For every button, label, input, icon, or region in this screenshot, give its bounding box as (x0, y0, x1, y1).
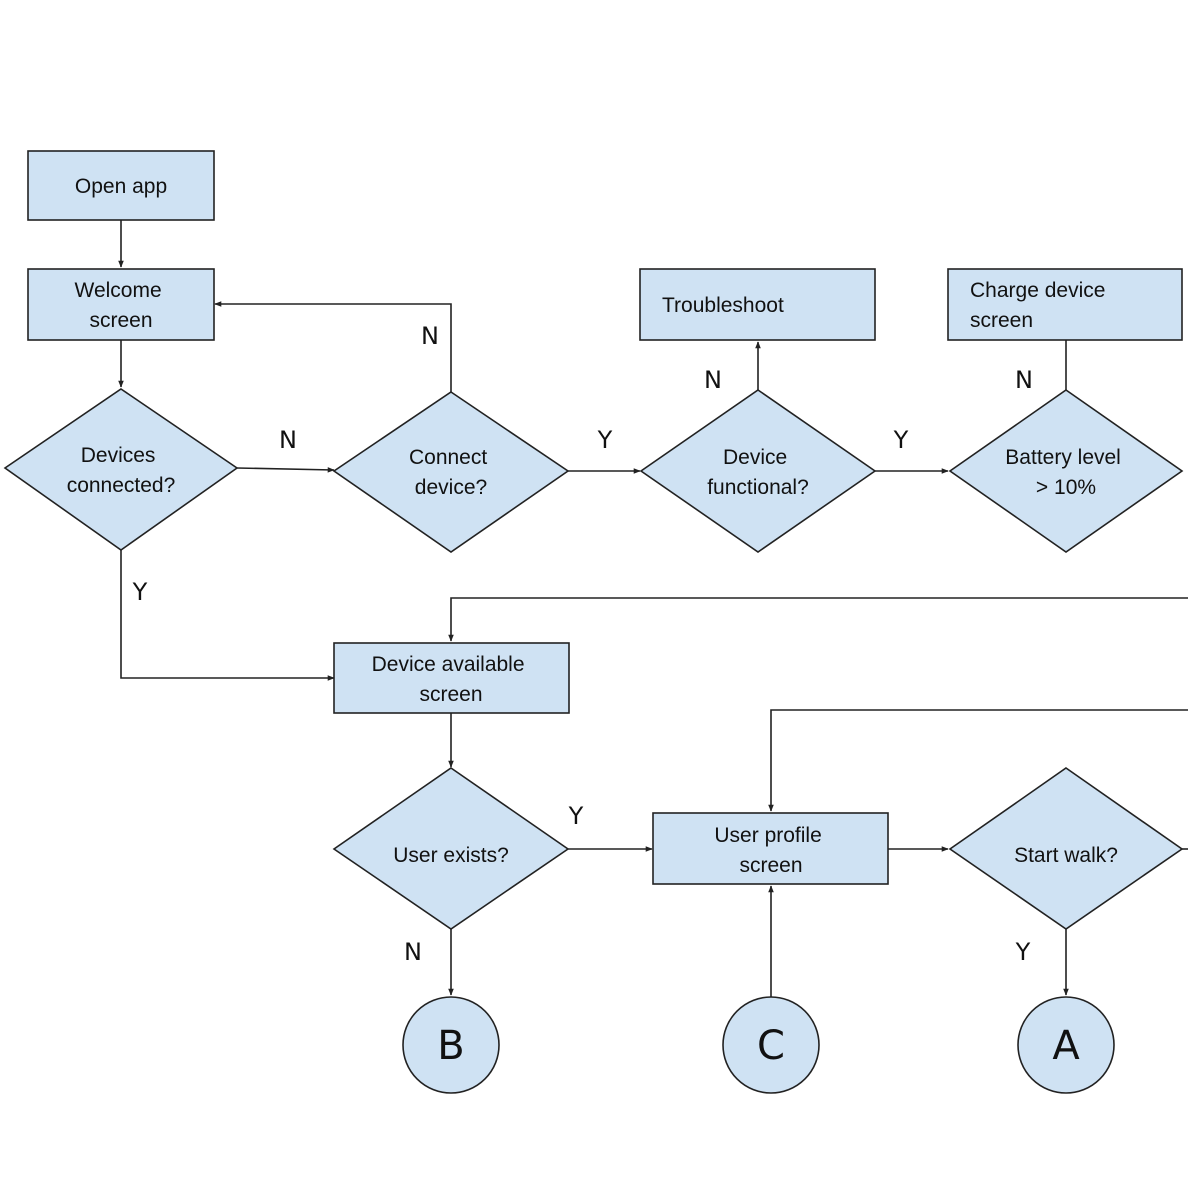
edge-return-to-profile (768, 709, 1188, 812)
edge-devices-to-connect (236, 467, 335, 473)
edge-devices-to-available (120, 550, 335, 681)
label-user-yes: Y (568, 802, 584, 830)
label-battery-no: N (1015, 366, 1033, 394)
node-charge-device-screen-label: Charge device screen (970, 279, 1111, 332)
label-functional-yes: Y (893, 426, 909, 454)
node-charge-device-screen: Charge device screen (947, 268, 1183, 341)
connector-c-label: C (757, 1023, 785, 1069)
edge-connect-to-welcome (214, 301, 452, 392)
decision-connect-device: Connect device? (332, 391, 570, 553)
label-devices-no: N (279, 426, 297, 454)
decision-battery-level: Battery level > 10% (948, 389, 1184, 553)
node-troubleshoot: Troubleshoot (639, 268, 876, 341)
edge-labels: N N Y N Y N Y Y N Y (132, 322, 1033, 966)
connector-b: B (402, 996, 500, 1094)
node-welcome-screen: Welcome screen (27, 268, 215, 341)
node-device-available-screen: Device available screen (333, 642, 570, 714)
label-functional-no: N (704, 366, 722, 394)
node-open-app: Open app (27, 150, 215, 221)
node-user-profile-screen: User profile screen (652, 812, 889, 885)
decision-devices-connected-label: Devices connected? (67, 444, 176, 497)
decision-user-exists-label: User exists? (393, 844, 509, 867)
decision-device-functional: Device functional? (639, 389, 877, 553)
decision-user-exists: User exists? (332, 767, 570, 930)
connector-a-label: A (1052, 1023, 1080, 1069)
edge-return-to-available (448, 597, 1188, 642)
node-open-app-label: Open app (75, 175, 167, 198)
node-troubleshoot-label: Troubleshoot (662, 294, 784, 317)
connector-b-label: B (437, 1023, 464, 1069)
connector-c: C (722, 996, 820, 1094)
decision-start-walk: Start walk? (948, 767, 1184, 930)
node-user-profile-screen-label: User profile screen (714, 824, 827, 877)
decision-devices-connected: Devices connected? (3, 388, 239, 551)
label-connect-yes: Y (597, 426, 613, 454)
decision-battery-level-label: Battery level > 10% (1005, 446, 1126, 499)
decision-connect-device-label: Connect device? (409, 446, 493, 499)
node-welcome-screen-label: Welcome screen (75, 279, 168, 332)
edges (118, 220, 1188, 997)
node-device-available-screen-label: Device available screen (372, 653, 531, 706)
connector-a: A (1017, 996, 1115, 1094)
decision-start-walk-label: Start walk? (1014, 844, 1118, 867)
label-user-no: N (404, 938, 422, 966)
label-connect-no: N (421, 322, 439, 350)
label-devices-yes: Y (132, 578, 148, 606)
label-walk-yes: Y (1015, 938, 1031, 966)
decision-device-functional-label: Device functional? (707, 446, 809, 499)
